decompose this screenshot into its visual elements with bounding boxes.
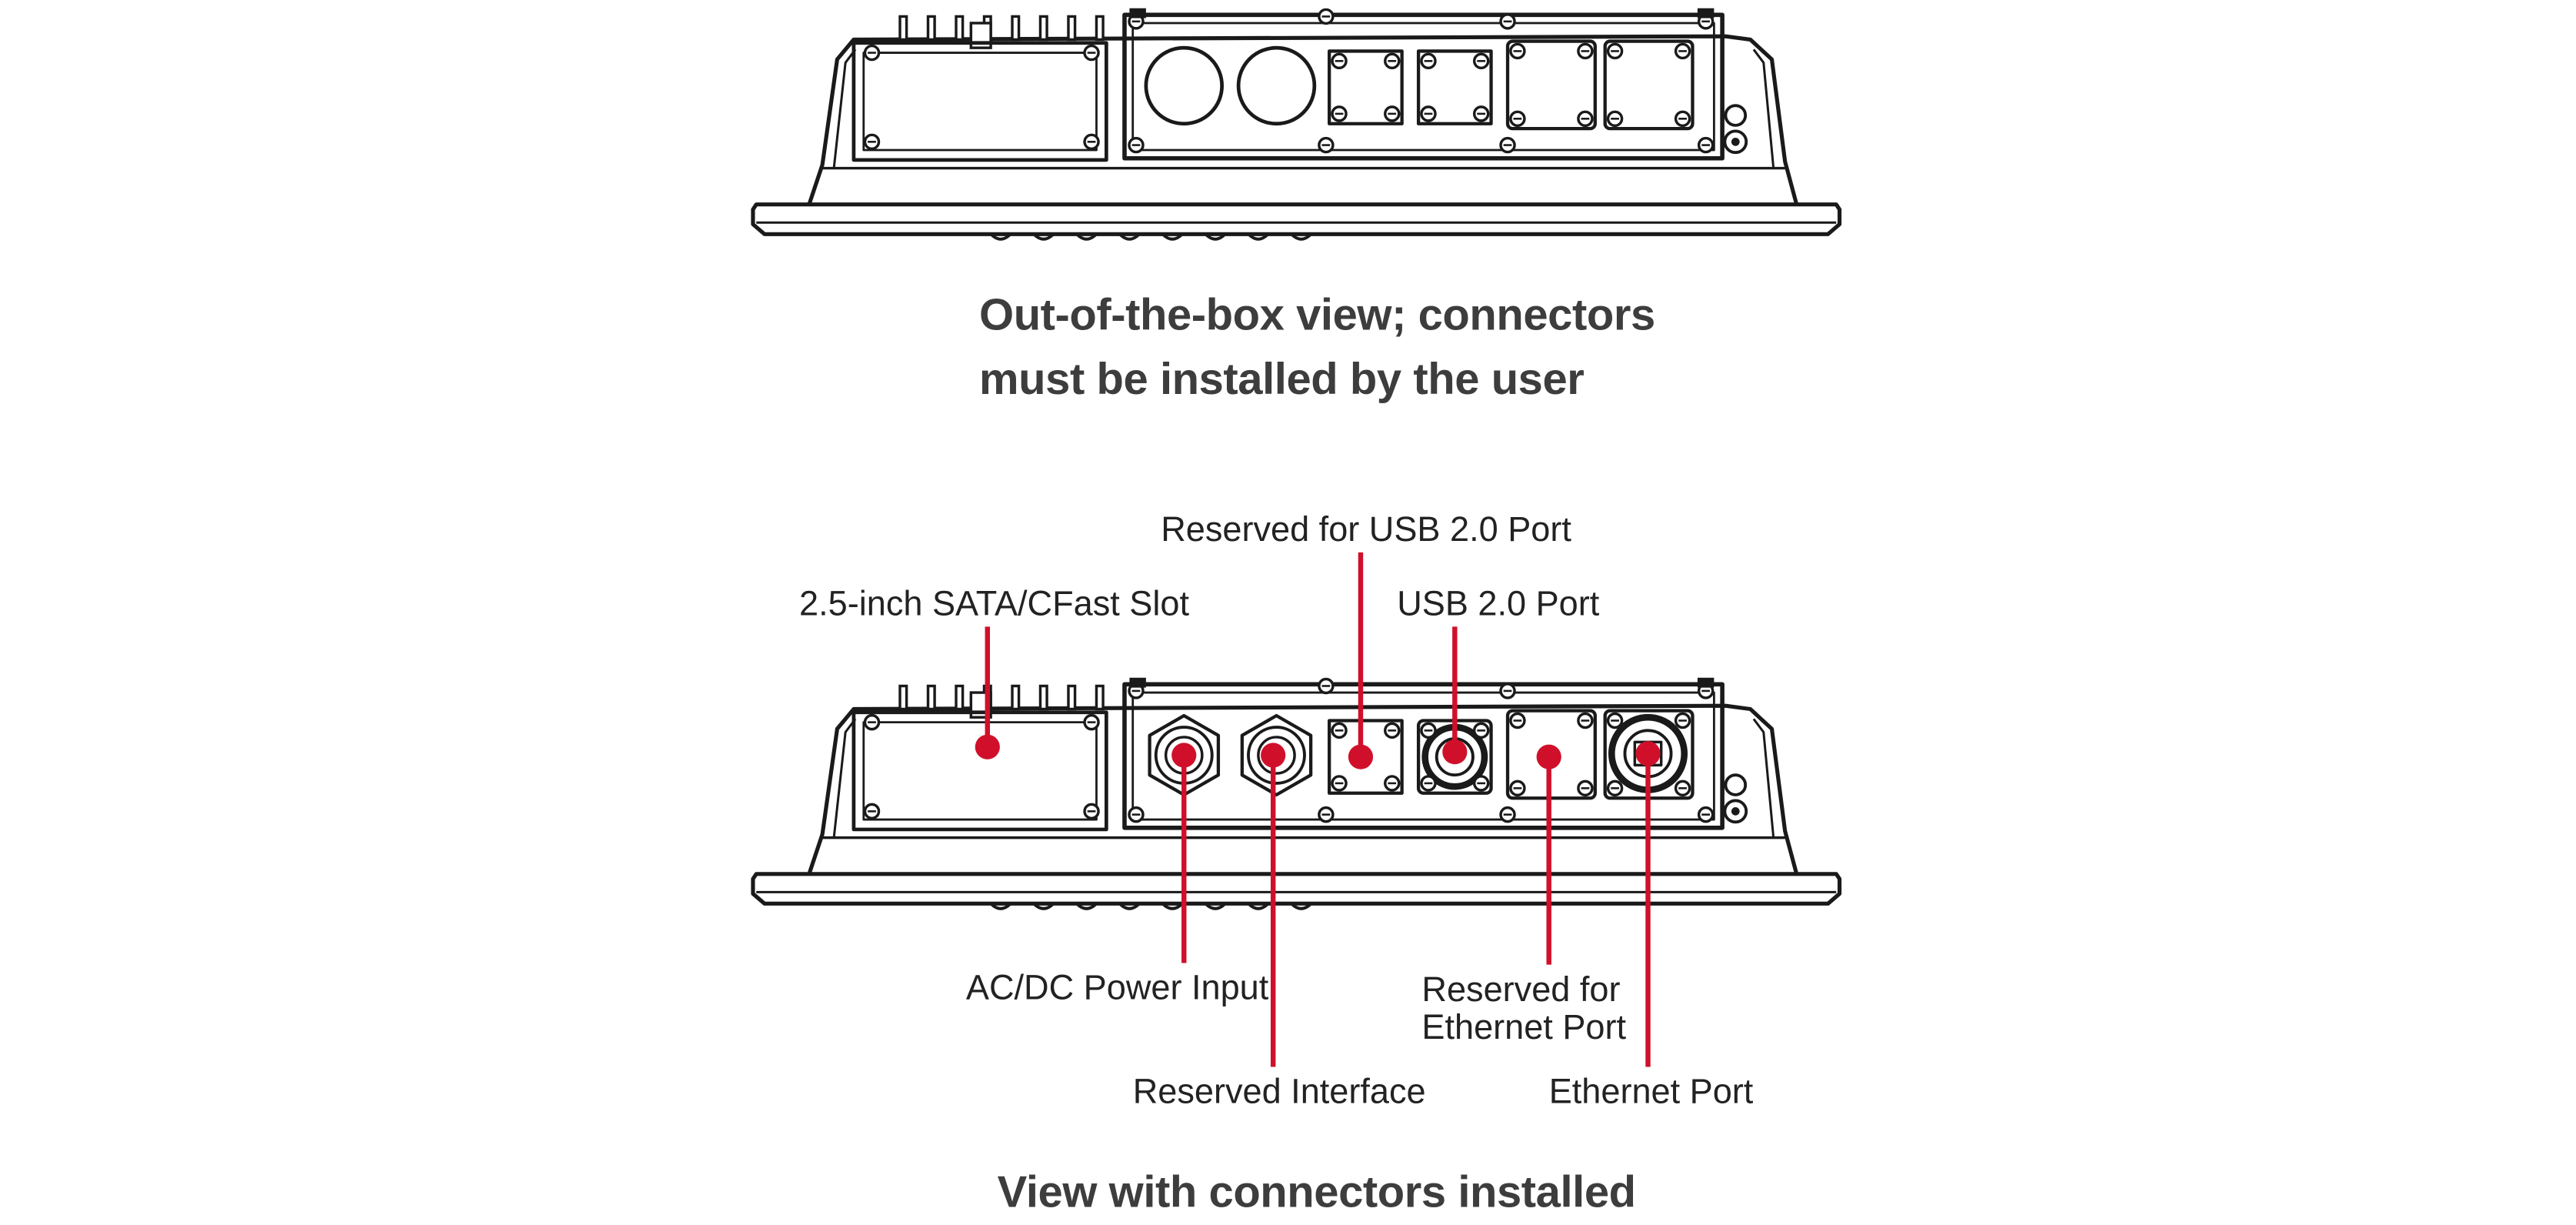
label-usb-port: USB 2.0 Port — [1397, 585, 1600, 624]
device-view-installed-panel-frame — [1122, 682, 1725, 830]
device-view-installed — [751, 677, 1842, 910]
callout-usb-port-marker — [1442, 739, 1468, 765]
device-view-empty-hole-interface — [1236, 45, 1317, 126]
device-view-empty-fin — [1095, 15, 1105, 42]
device-view-installed-bumps — [1075, 902, 1098, 910]
device-view-installed-bumps — [1161, 902, 1184, 910]
device-view-empty-bumps — [989, 232, 1012, 241]
caption-out-of-box-line1: Out-of-the-box view; connectors — [979, 290, 1655, 340]
device-view-empty-fin — [1011, 15, 1021, 42]
device-view-empty-fin — [1067, 15, 1077, 42]
device-view-installed-ground-top — [1724, 773, 1748, 796]
device-view-installed-storage-cover-inner — [862, 721, 1098, 821]
device-view-empty-panel-clip — [1129, 8, 1146, 18]
label-reserved-ethernet-line1: Reserved for — [1421, 971, 1621, 1010]
device-view-empty-housing — [807, 34, 1799, 205]
callout-reserved-ethernet-marker — [1536, 744, 1561, 769]
device-view-empty-hole-power — [1144, 45, 1224, 126]
callout-power-input-marker — [1171, 743, 1197, 768]
device-view-empty-panel-inner — [1131, 22, 1715, 152]
device-view-installed-fin — [926, 684, 936, 711]
device-view-empty-bumps — [1247, 232, 1270, 241]
device-view-empty-fin — [955, 15, 965, 42]
device-view-empty-plate-small — [1416, 49, 1493, 125]
device-view-empty-bumps — [1118, 232, 1141, 241]
device-view-installed-bumps — [1204, 902, 1227, 910]
device-view-installed-panel-inner — [1131, 691, 1715, 821]
device-view-installed-bumps — [1247, 902, 1270, 910]
device-view-empty-plate-small — [1328, 49, 1404, 125]
device-view-installed-panel-clip — [1129, 677, 1146, 688]
callout-reserved-usb-marker — [1348, 744, 1374, 769]
label-reserved-interface: Reserved Interface — [1132, 1073, 1426, 1112]
device-view-installed-fin — [1011, 684, 1021, 711]
device-view-empty — [751, 8, 1842, 241]
label-ethernet-port: Ethernet Port — [1548, 1073, 1754, 1112]
device-view-installed-storage-cover — [851, 710, 1108, 832]
device-view-installed-fin — [955, 684, 965, 711]
caption-installed-view: View with connectors installed — [997, 1167, 1636, 1217]
device-view-empty-housing-side-right — [1752, 48, 1775, 169]
device-view-installed-plate-reserved-usb — [1328, 719, 1404, 795]
device-view-empty-bumps — [1075, 232, 1098, 241]
label-reserved-usb-port: Reserved for USB 2.0 Port — [1161, 511, 1571, 549]
device-view-installed-gland-nut — [1240, 713, 1313, 797]
label-power-input: AC/DC Power Input — [965, 970, 1269, 1008]
device-view-empty-ground-top — [1724, 104, 1748, 127]
device-view-empty-bumps — [1204, 232, 1227, 241]
device-view-installed-fin — [1067, 684, 1077, 711]
label-reserved-ethernet-line2: Ethernet Port — [1421, 1009, 1627, 1047]
device-view-empty-bumps — [1290, 232, 1312, 241]
device-view-installed-bumps — [989, 902, 1012, 910]
device-view-installed-panel-clip — [1697, 677, 1715, 688]
device-view-installed-ground-pin — [1731, 806, 1740, 816]
device-view-empty-panel-clip — [1697, 8, 1715, 18]
device-view-empty-ground-pin — [1731, 137, 1740, 146]
device-view-empty-storage-cover-inner — [862, 52, 1098, 152]
device-view-installed-housing-side-right — [1752, 718, 1775, 838]
caption-out-of-box-line2: must be installed by the user — [979, 354, 1585, 405]
device-view-installed-ground-bottom — [1723, 799, 1748, 824]
device-view-empty-panel-frame — [1122, 12, 1725, 161]
device-view-empty-fin — [926, 15, 936, 42]
label-sata-cfast-slot: 2.5-inch SATA/CFast Slot — [799, 585, 1189, 624]
device-view-empty-fin — [1038, 15, 1048, 42]
device-view-installed-fin — [1095, 684, 1105, 711]
device-view-empty-bezel — [751, 202, 1842, 236]
device-view-empty-storage-cover — [851, 41, 1108, 162]
callout-ethernet-port-marker — [1635, 741, 1661, 766]
device-view-installed-bezel — [751, 872, 1842, 906]
device-view-installed-gland-seal — [1257, 736, 1296, 775]
device-view-installed-gland-ring — [1247, 726, 1306, 785]
device-view-empty-ground-bottom — [1723, 129, 1748, 155]
device-view-installed-fin — [898, 684, 908, 711]
device-view-installed-fin — [1038, 684, 1048, 711]
device-view-empty-bumps — [1032, 232, 1055, 241]
device-view-empty-fin — [898, 15, 908, 42]
callout-sata-slot-marker — [975, 734, 1000, 759]
device-view-installed-housing — [807, 703, 1799, 875]
device-view-empty-plate-large — [1603, 39, 1695, 131]
device-view-empty-plate-large — [1505, 39, 1597, 131]
device-view-installed-bumps — [1118, 902, 1141, 910]
callout-reserved-interface-marker — [1261, 743, 1286, 768]
device-view-installed-bumps — [1290, 902, 1312, 910]
device-view-installed-bumps — [1032, 902, 1055, 910]
device-view-empty-bumps — [1161, 232, 1184, 241]
